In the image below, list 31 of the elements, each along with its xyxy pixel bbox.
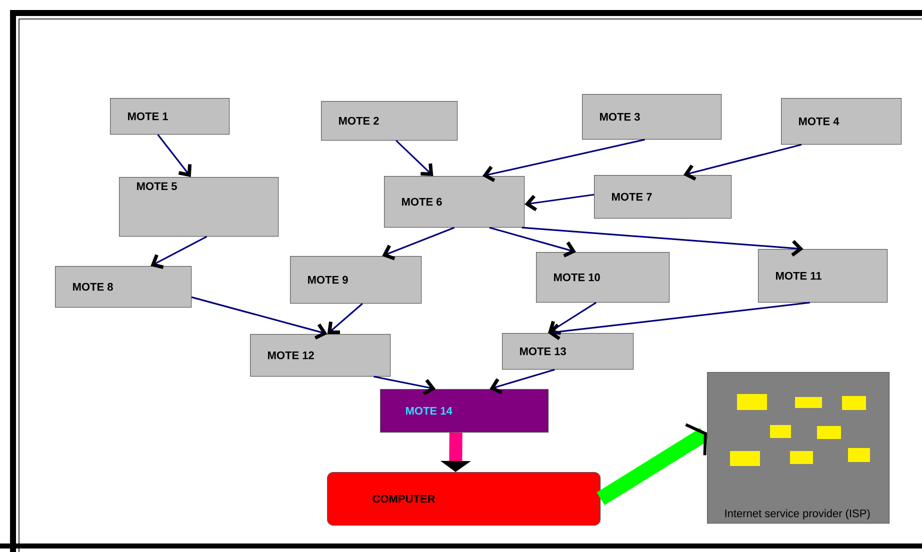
- mote-box: MOTE 7: [594, 174, 732, 219]
- mote-box: MOTE 8: [55, 266, 192, 308]
- mote-box: MOTE 11: [758, 248, 888, 303]
- mote-box: MOTE 4: [781, 98, 902, 145]
- arrow: [396, 140, 434, 176]
- arrow: [327, 302, 363, 334]
- mote-box: MOTE 10: [536, 252, 670, 303]
- arrow: [157, 134, 192, 177]
- computer-box: COMPUTER: [327, 472, 601, 526]
- arrow: [382, 226, 455, 260]
- arrow: [683, 144, 802, 181]
- process-box: MOTE 14: [380, 389, 549, 433]
- arrow: [150, 236, 208, 269]
- mote-box: MOTE 1: [110, 98, 230, 135]
- arrow: [374, 376, 436, 396]
- mote-box: MOTE 13: [502, 333, 634, 370]
- mote-box: MOTE 12: [250, 334, 391, 377]
- mote-box: MOTE 9: [290, 256, 422, 304]
- arrow: [482, 138, 645, 182]
- mote-box: MOTE 3: [582, 94, 722, 140]
- mote-box: MOTE 2: [321, 101, 458, 141]
- arrow: [490, 368, 555, 394]
- mote-box: MOTE 5: [119, 177, 279, 237]
- isp-box: Internet service provider (ISP): [707, 372, 890, 524]
- arrow: [524, 194, 594, 212]
- arrow: [489, 226, 576, 258]
- arrow: [191, 296, 328, 340]
- mote-box: MOTE 6: [384, 176, 525, 228]
- arrow: [548, 302, 810, 340]
- arrow: [548, 302, 597, 335]
- arrow: [522, 226, 804, 257]
